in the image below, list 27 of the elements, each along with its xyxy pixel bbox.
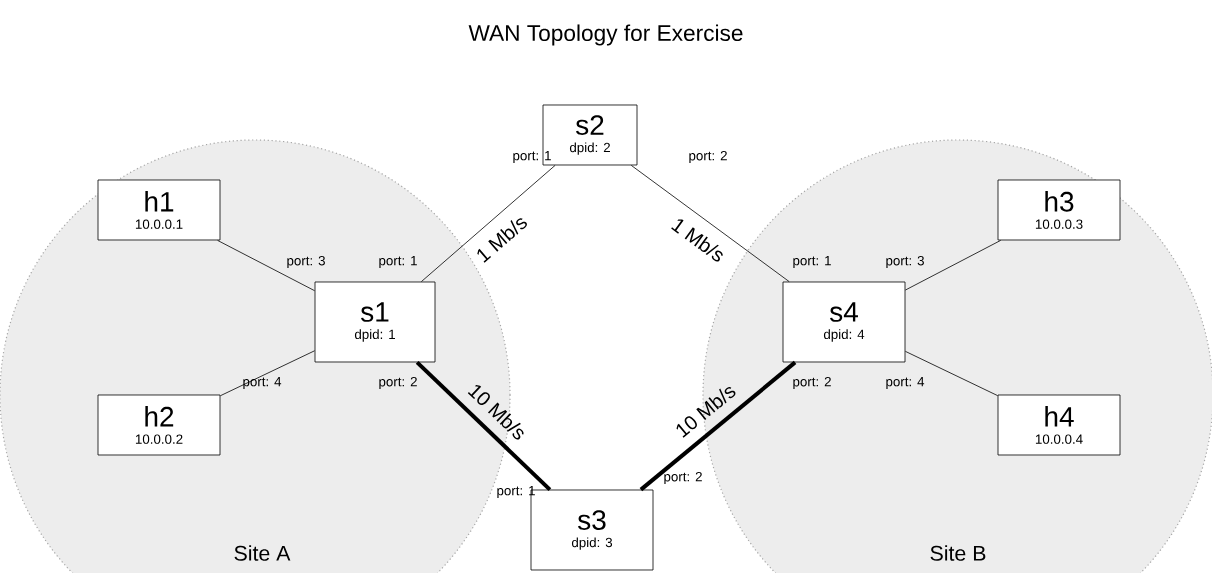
port-label: port: 2	[689, 150, 727, 164]
link-line	[639, 360, 797, 492]
device-box: h4 10.0.0.4	[997, 394, 1121, 456]
port-label: port: 2	[664, 471, 702, 484]
device-box: s4 dpid: 4	[782, 281, 906, 363]
port-label: port: 3	[886, 255, 924, 269]
port-label: port: 3	[287, 255, 325, 269]
link-line	[415, 360, 552, 492]
device-box: h3 10.0.0.3	[997, 179, 1121, 241]
link-line	[421, 165, 556, 282]
edge-label: 10 Mb/s	[676, 387, 736, 438]
link-line	[905, 350, 998, 396]
port-label: port: 4	[243, 377, 282, 389]
port-label: port: 1	[379, 256, 417, 268]
title: WAN Topology for Exercise	[468, 24, 743, 46]
port-label: port: 2	[793, 376, 831, 389]
device-box: h2 10.0.0.2	[97, 394, 221, 456]
port-label: port: 1	[513, 151, 551, 163]
link-line	[220, 350, 315, 397]
device-box: h1 10.0.0.1	[97, 179, 221, 241]
port-label: port: 2	[379, 376, 417, 389]
device-box: s1 dpid: 1	[314, 281, 436, 363]
link-line	[217, 240, 315, 292]
port-label: port: 1	[793, 256, 831, 268]
port-label: port: 4	[886, 377, 925, 389]
link-line	[905, 240, 1002, 291]
link-line	[630, 165, 790, 282]
